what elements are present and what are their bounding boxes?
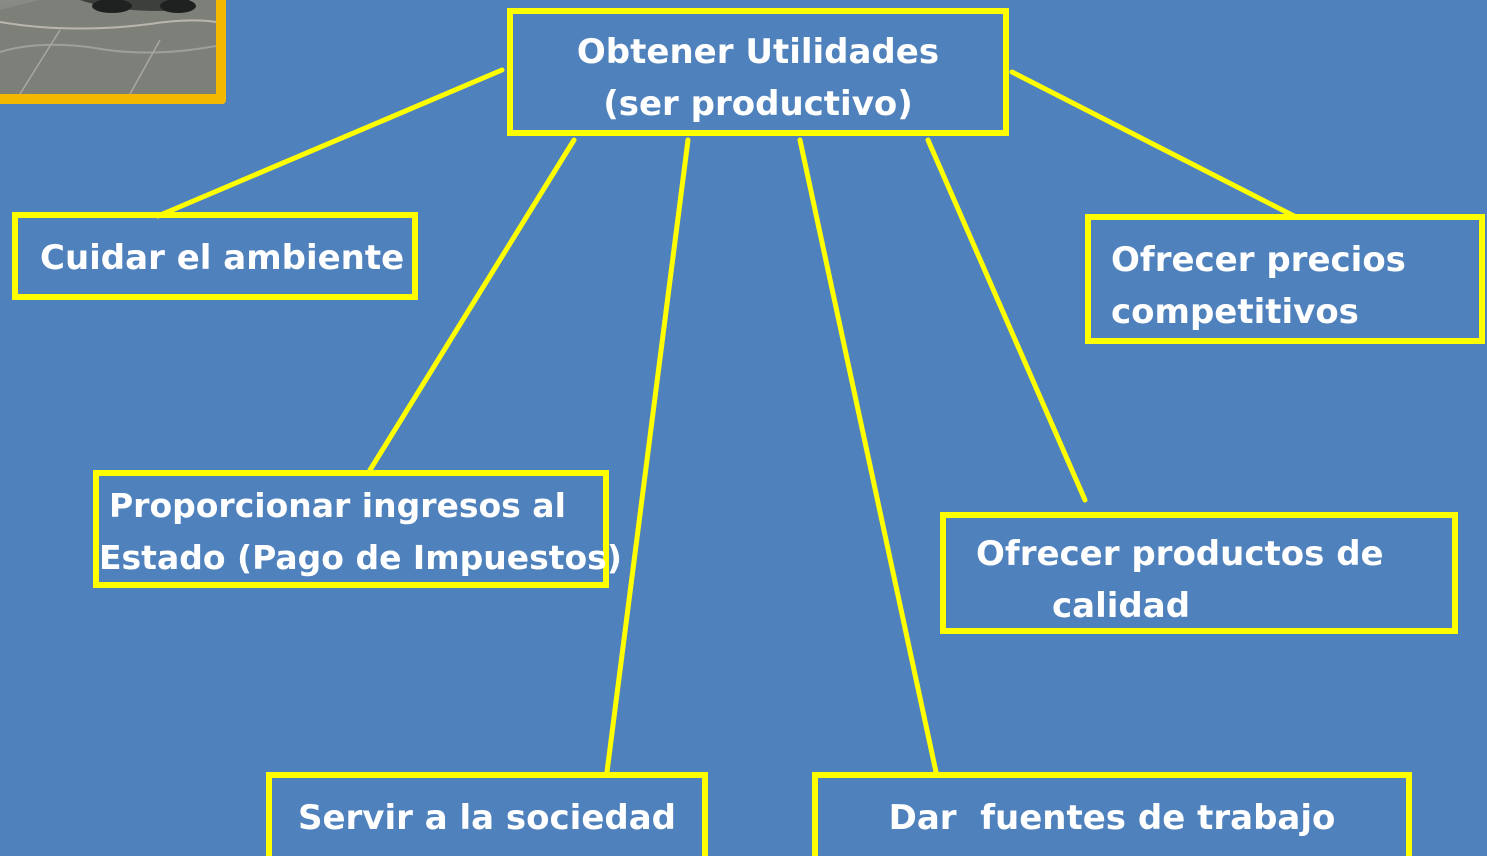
street-photo-thumbnail [0,0,226,104]
node-ofrecer-precios: Ofrecer precios competitivos [1085,214,1485,344]
node-root-line2: (ser productivo) [603,84,913,124]
node-obtener-utilidades: Obtener Utilidades (ser productivo) [507,8,1009,136]
node-ambiente-line1: Cuidar el ambiente [40,238,405,278]
node-precios-line2: competitivos [1111,292,1359,332]
connector-root-trabajo [797,137,939,775]
connector-root-calidad [925,137,1088,503]
node-ingresos-line1: Proporcionar ingresos al [109,486,566,525]
node-ofrecer-calidad: Ofrecer productos de calidad [940,512,1458,634]
node-servir-sociedad: Servir a la sociedad [266,772,708,856]
node-ingresos-line2: Estado (Pago de Impuestos) [99,538,622,577]
node-cuidar-ambiente: Cuidar el ambiente [12,212,418,300]
node-calidad-line2: calidad [1052,586,1191,626]
node-precios-line1: Ofrecer precios [1111,240,1406,280]
node-sociedad-line1: Servir a la sociedad [297,798,677,838]
connector-root-sociedad [604,137,691,775]
node-root-line1: Obtener Utilidades [576,32,940,72]
street-photo-image [0,0,216,94]
node-proporcionar-ingresos: Proporcionar ingresos al Estado (Pago de… [93,470,622,588]
connector-root-ambiente [155,67,505,219]
node-dar-trabajo: Dar fuentes de trabajo [812,772,1412,856]
node-calidad-line1: Ofrecer productos de [976,534,1384,574]
node-trabajo-line1: Dar fuentes de trabajo [888,798,1336,838]
connector-root-ingresos [367,137,577,473]
connector-root-precios [1009,69,1297,219]
